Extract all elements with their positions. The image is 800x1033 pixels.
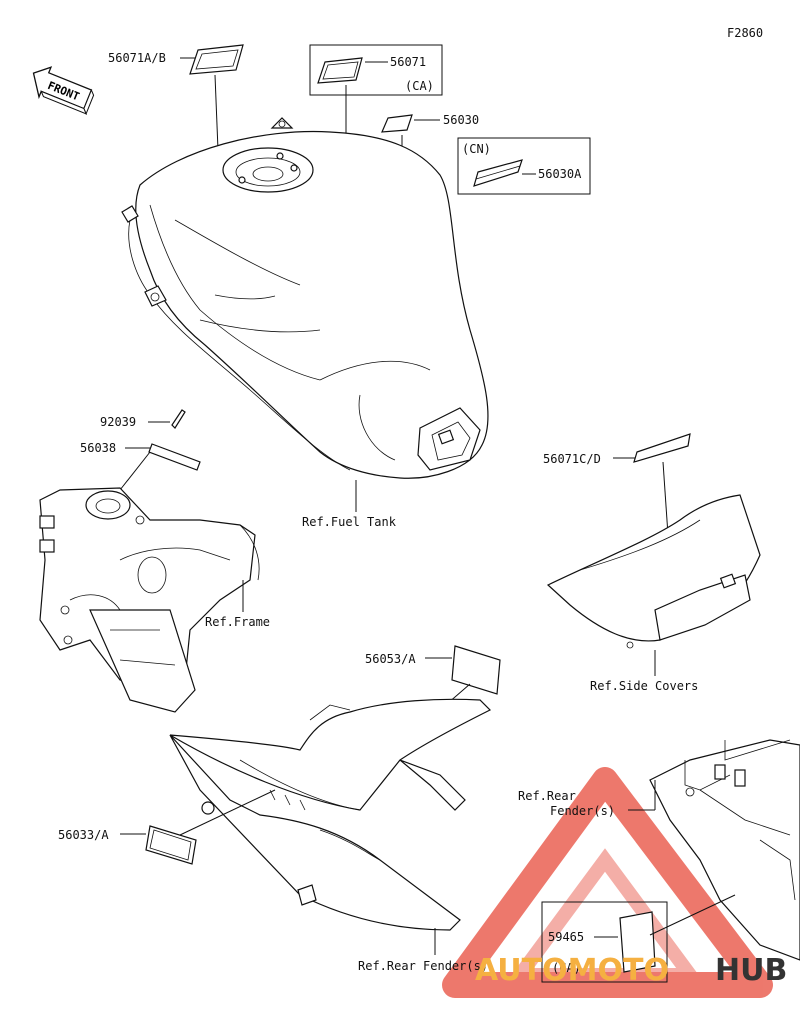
decal-56030 [381,114,413,133]
ref-fuel-tank: Ref.Fuel Tank [302,515,397,529]
ref-rear-fender-top-2: Fender(s) [550,804,615,818]
callout-56071-region: (CA) [405,79,434,93]
callout-56071cd: 56071C/D [543,452,601,466]
watermark-text: AUTOMOTO HUB [475,953,787,988]
front-arrow-icon: FRONT [32,66,95,116]
decal-56030a [473,159,523,187]
decal-56071cd [633,433,691,463]
ref-rear-fender-bottom: Ref.Rear Fender(s) [358,959,488,973]
watermark-text-orange: AUTOMOTO [475,953,669,988]
decal-56053 [451,645,501,695]
rear-fender-part [169,698,492,931]
strap-56038 [148,443,201,471]
callout-56053: 56053/A [365,652,416,666]
callout-92039: 92039 [100,415,136,429]
box-56071-ca [309,44,443,96]
ref-rear-fender-top-1: Ref.Rear [518,789,576,803]
watermark-text-dark: HUB [715,953,787,988]
box-56030a-cn [457,137,591,195]
callout-59465-region: (CA) [552,961,581,975]
box-59465-ca [541,901,668,983]
ref-side-covers: Ref.Side Covers [590,679,698,693]
callout-59465: 59465 [548,930,584,944]
decal-56033 [145,825,197,865]
decal-56071 [317,57,363,84]
figure-id: F2860 [727,26,763,40]
callout-56033: 56033/A [58,828,109,842]
rear-fender-right [649,739,800,961]
frame [39,487,260,713]
callout-56030a: 56030A [538,167,582,181]
callout-56030a-region: (CN) [462,142,491,156]
decal-56071ab [189,44,244,75]
ref-frame: Ref.Frame [205,615,270,629]
clip-92039 [171,409,186,429]
callout-56071: 56071 [390,55,426,69]
callout-56030: 56030 [443,113,479,127]
decal-59465 [619,911,656,973]
fuel-tank [121,117,489,479]
callout-56071ab: 56071A/B [108,51,166,65]
side-covers [546,494,761,649]
callout-56038: 56038 [80,441,116,455]
leader-56071ab-to-tank [214,74,219,151]
